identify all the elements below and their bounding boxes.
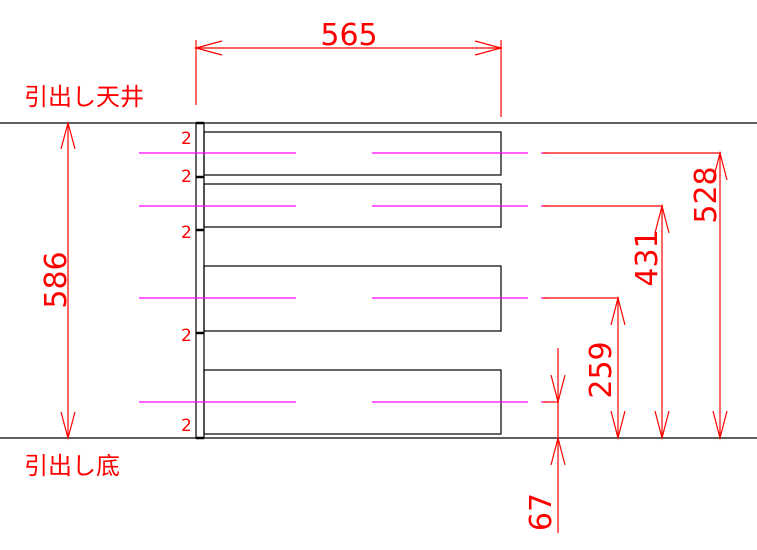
gap-label: 2	[181, 416, 192, 436]
dimension-528-value: 528	[689, 166, 724, 223]
height-dimension	[60, 120, 76, 441]
width-dimension	[193, 40, 504, 117]
ceiling-label: 引出し天井	[24, 83, 144, 111]
gap-label: 2	[181, 129, 192, 149]
floor-label: 引出し底	[24, 452, 120, 480]
dimension-431	[543, 203, 670, 441]
dimension-259	[543, 295, 626, 441]
gap-label: 2	[181, 167, 192, 187]
dimension-259-value: 259	[584, 341, 619, 398]
dimension-528	[543, 150, 728, 441]
gap-label: 2	[181, 326, 192, 346]
dimension-431-value: 431	[630, 229, 665, 286]
center-lines	[139, 152, 548, 403]
height-value: 586	[39, 251, 74, 308]
dimension-67-value: 67	[524, 493, 559, 531]
width-value: 565	[320, 18, 377, 53]
side-strip	[195, 121, 205, 440]
gap-label: 2	[181, 223, 192, 243]
dimension-67	[543, 348, 566, 533]
